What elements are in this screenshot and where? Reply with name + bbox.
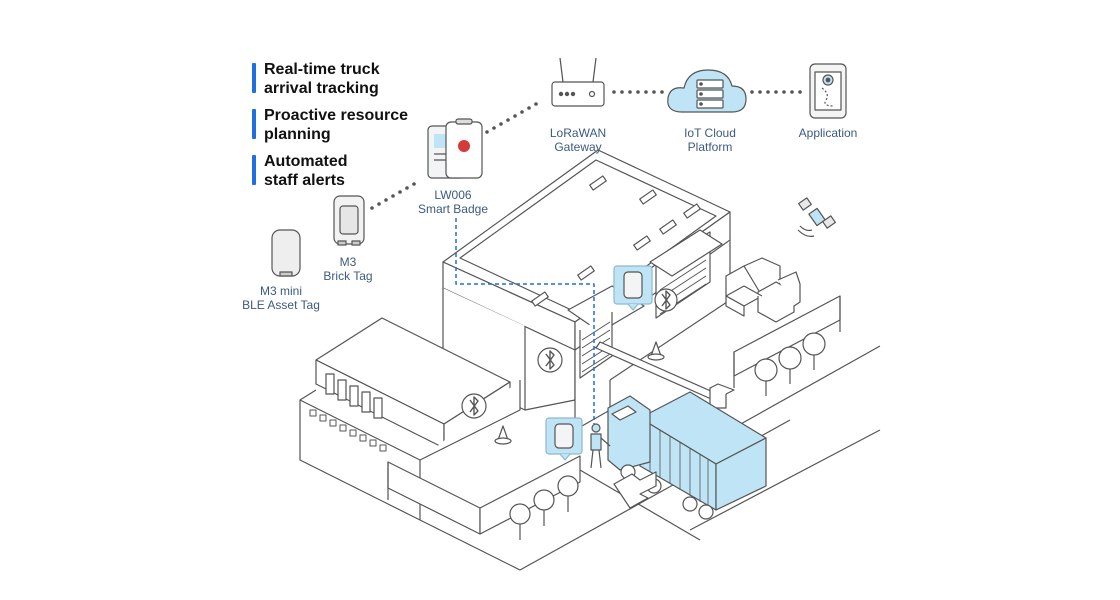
brick-tag-icon (333, 195, 365, 246)
highlight-text: staff alerts (264, 172, 345, 189)
bluetooth-icon (537, 347, 563, 373)
highlight-text: arrival tracking (264, 80, 379, 97)
highlight-bar (252, 63, 256, 93)
bluetooth-icon (461, 393, 487, 419)
highlight-text: planning (264, 126, 331, 143)
highlight-resource-planning: Proactive resource planning (252, 106, 452, 144)
smart-badge-icon (427, 118, 483, 179)
highlight-truck-tracking: Real-time truck arrival tracking (252, 60, 452, 98)
worker-person (590, 423, 611, 469)
bluetooth-icon (654, 288, 678, 312)
phone-map-icon (809, 63, 847, 119)
gateway-icon (551, 57, 605, 107)
highlight-bar (252, 155, 256, 185)
traffic-cones (494, 341, 665, 445)
fence-left (387, 455, 581, 535)
fence-right (733, 295, 841, 388)
trees (509, 332, 826, 540)
gateway-cloud-link (612, 90, 664, 94)
truck (607, 391, 767, 520)
cloud-app-link (750, 90, 802, 94)
highlight-text: Proactive resource (264, 107, 409, 124)
mini-tag-icon (271, 229, 301, 277)
application-label: Application (798, 126, 858, 140)
highlight-text: Automated (264, 153, 348, 170)
brick-badge-link (370, 182, 416, 210)
satellite-icon (797, 197, 836, 237)
highlight-staff-alerts: Automated staff alerts (252, 152, 452, 190)
barrier-gate (595, 341, 735, 409)
highlight-text: Real-time truck (264, 61, 380, 78)
tag-callout-dock (613, 265, 653, 311)
tag-callout-worker (545, 417, 583, 461)
direction-arrow (613, 471, 657, 509)
badge-gateway-link (485, 102, 538, 134)
cargo-boxes (725, 257, 801, 323)
cloud-server-icon (667, 69, 747, 113)
small-building (299, 317, 521, 521)
badge-tracking-path (455, 218, 595, 424)
highlight-bar (252, 109, 256, 139)
